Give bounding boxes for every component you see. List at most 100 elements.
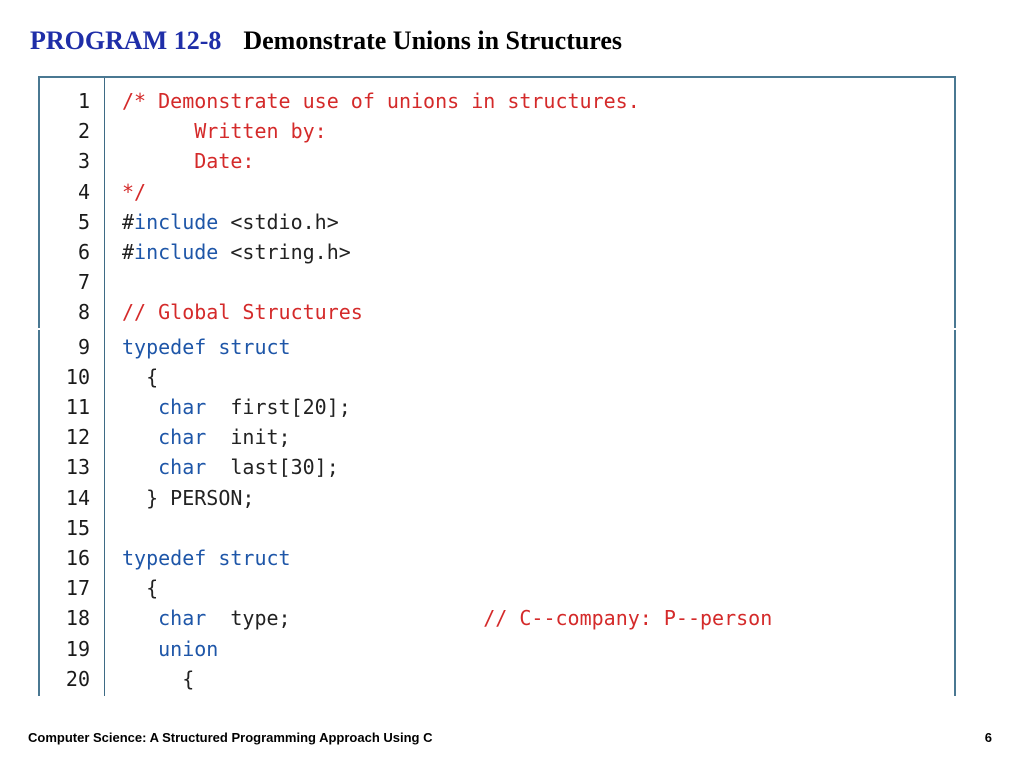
- code-keyword: char: [158, 395, 207, 419]
- code-keyword: char: [158, 606, 207, 631]
- line-number: 20: [65, 666, 90, 691]
- code-token: [122, 637, 158, 661]
- line-number: 3: [77, 149, 90, 174]
- line-number: 9: [77, 334, 90, 359]
- line-number: 15: [65, 515, 90, 540]
- code-keyword: typedef struct: [122, 546, 291, 570]
- code-token: type;: [206, 606, 484, 631]
- code-text: {: [122, 573, 158, 603]
- line-number: 11: [65, 395, 90, 419]
- code-keyword: typedef struct: [122, 334, 291, 359]
- code-text: */: [122, 177, 146, 207]
- code-text: Written by:: [122, 116, 327, 146]
- line-number: 6: [77, 240, 90, 264]
- code-keyword: include: [134, 209, 219, 234]
- line-number: 14: [65, 485, 90, 510]
- line-number: 1: [77, 89, 90, 113]
- code-comment: /* Demonstrate use of unions in structur…: [122, 89, 640, 113]
- code-line: 3 Date:: [38, 146, 956, 176]
- code-token: #: [122, 240, 135, 264]
- code-line: 9 typedef struct: [38, 332, 956, 362]
- line-number: 12: [65, 425, 90, 450]
- code-box-top-border: [38, 76, 956, 78]
- code-token: [122, 395, 158, 419]
- code-line: 17 {: [38, 573, 956, 603]
- code-comment: // Global Structures: [122, 300, 363, 325]
- code-line: 10 {: [38, 362, 956, 392]
- code-line: 15: [38, 513, 956, 543]
- code-line: 6 #include <string.h>: [38, 237, 956, 267]
- code-token: first[20];: [206, 395, 351, 419]
- line-number: 4: [77, 179, 90, 204]
- code-token: {: [122, 364, 159, 389]
- code-token: [122, 455, 158, 479]
- code-comment: Date:: [122, 149, 255, 174]
- code-line: 8 // Global Structures: [38, 297, 956, 327]
- code-line: 12 char init;: [38, 422, 956, 452]
- code-line: 13 char last[30];: [38, 452, 956, 482]
- code-keyword: char: [158, 425, 207, 450]
- code-line: 14 } PERSON;: [38, 483, 956, 513]
- line-number: 19: [65, 636, 90, 661]
- code-line: 16 typedef struct: [38, 543, 956, 573]
- code-comment: Written by:: [122, 119, 327, 144]
- code-text: Date:: [122, 146, 254, 176]
- code-comment: // C--company: P--person: [483, 606, 773, 631]
- code-listing: 1 /* Demonstrate use of unions in structu…: [38, 76, 956, 696]
- code-token: [122, 606, 158, 630]
- code-text: #include <stdio.h>: [122, 207, 339, 237]
- code-line: 7: [38, 267, 956, 297]
- code-text: char first[20];: [122, 392, 351, 422]
- code-line: 2 Written by:: [38, 116, 956, 146]
- line-number: 18: [65, 606, 90, 631]
- code-text: char last[30];: [122, 452, 339, 482]
- line-number: 2: [77, 119, 90, 144]
- code-line: 20 {: [38, 664, 956, 694]
- code-text: char init;: [122, 422, 291, 452]
- footer-page-number: 6: [984, 730, 992, 745]
- code-text: #include <string.h>: [122, 237, 351, 267]
- code-line: 11 char first[20];: [38, 392, 956, 422]
- code-text: union: [122, 634, 218, 664]
- slide-title: PROGRAM 12-8 Demonstrate Unions in Struct…: [30, 26, 622, 56]
- code-line: 18 char type; // C--company: P--person: [38, 603, 956, 633]
- code-comment: */: [122, 179, 147, 204]
- code-box-right-border: [954, 76, 956, 328]
- code-line: 19 union: [38, 634, 956, 664]
- line-number: 7: [77, 270, 90, 295]
- program-label: PROGRAM 12-8: [30, 26, 222, 55]
- code-token: {: [122, 666, 195, 691]
- code-keyword: char: [158, 455, 207, 480]
- code-text: {: [122, 362, 158, 392]
- code-text: {: [122, 664, 194, 694]
- code-token: <stdio.h>: [218, 209, 339, 234]
- code-text: char type; // C--company: P--person: [122, 603, 772, 633]
- line-number: 16: [65, 546, 90, 570]
- code-token: } PERSON;: [122, 485, 255, 510]
- code-line: 1 /* Demonstrate use of unions in structu…: [38, 86, 956, 116]
- program-subject: Demonstrate Unions in Structures: [243, 26, 623, 55]
- code-token: [122, 425, 158, 449]
- code-token: init;: [206, 425, 291, 450]
- line-number: 5: [77, 209, 90, 234]
- footer-book-title: Computer Science: A Structured Programmi…: [28, 730, 433, 745]
- line-number: 17: [65, 576, 90, 601]
- code-text: /* Demonstrate use of unions in structur…: [122, 86, 640, 116]
- code-box-left-border: [38, 76, 40, 328]
- code-box-right-border-lower: [954, 330, 956, 696]
- code-text: typedef struct: [122, 543, 291, 573]
- code-text: typedef struct: [122, 332, 291, 362]
- code-token: last[30];: [206, 455, 339, 480]
- line-number: 13: [65, 455, 90, 480]
- code-text: } PERSON;: [122, 483, 254, 513]
- code-box-left-border-lower: [38, 330, 40, 696]
- code-line: 4 */: [38, 177, 956, 207]
- code-line: 5 #include <stdio.h>: [38, 207, 956, 237]
- code-token: <string.h>: [218, 240, 351, 264]
- code-token: #: [122, 209, 135, 234]
- code-keyword: union: [158, 636, 219, 661]
- code-keyword: include: [134, 240, 219, 264]
- line-number: 8: [77, 300, 90, 325]
- code-token: {: [122, 576, 159, 601]
